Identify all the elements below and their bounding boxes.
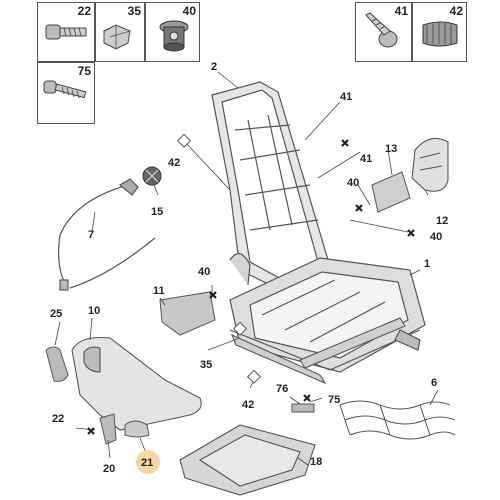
self-tapping-screw-icon [365,12,398,48]
callout-40c: 40 [198,266,210,278]
inset-box-41: 41 [355,2,412,62]
plug-icon [422,21,458,47]
seat-base-frame [229,257,426,373]
callout-75: 75 [328,394,340,406]
callout-2: 2 [211,61,217,73]
spring-mat [339,400,456,440]
highlight-21-circle [136,450,160,474]
callout-7: 7 [88,229,94,241]
cap-21 [124,420,150,438]
screw-icon [45,24,87,40]
callout-42b: 42 [242,399,254,411]
bolt-76 [291,403,315,413]
bolt-icon [43,80,87,99]
callout-15: 15 [151,206,163,218]
bracket-13 [371,171,411,213]
recliner-knob [45,346,69,382]
callout-41b: 41 [360,153,372,165]
inset-label-35: 35 [127,4,141,18]
inset-label-41: 41 [394,4,408,18]
leader-lines [54,71,439,466]
clip-20 [99,413,117,445]
callout-40b: 40 [430,231,442,243]
inset-label-42: 42 [449,4,463,18]
callout-13: 13 [385,143,397,155]
inset-box-35: 35 [95,2,145,62]
cable-assembly [58,178,156,291]
callout-76: 76 [276,383,288,395]
callout-11: 11 [153,285,165,297]
callout-12: 12 [436,215,448,227]
inset-label-75: 75 [77,64,91,78]
side-shield-12 [411,137,449,192]
bracket-11 [159,291,216,336]
cushion-tray [179,424,316,496]
inset-label-22: 22 [77,4,91,18]
lumbar-knob [142,166,162,186]
inset-box-42: 42 [412,2,467,62]
callout-21: 21 [141,457,153,469]
callout-25: 25 [50,308,62,320]
callout-22: 22 [52,413,64,425]
inset-box-22: 22 [37,2,95,62]
side-trim-panel [71,336,202,431]
inset-box-75: 75 [37,62,95,124]
clip-icon [103,24,131,50]
callout-42a: 42 [168,157,180,169]
plug-markers [176,133,262,384]
seat-back-frame [211,81,341,301]
inset-label-40: 40 [182,4,196,18]
callout-18: 18 [310,456,322,468]
nut-icon [159,20,189,52]
callout-35: 35 [200,359,212,371]
callout-6: 6 [431,377,437,389]
callout-41a: 41 [340,91,352,103]
fastener-markers [87,139,415,435]
callout-1: 1 [424,258,430,270]
seat-rails [230,317,406,385]
callout-40a: 40 [347,177,359,189]
callout-10: 10 [88,305,100,317]
inset-box-40: 40 [145,2,200,62]
callout-20: 20 [103,463,115,475]
